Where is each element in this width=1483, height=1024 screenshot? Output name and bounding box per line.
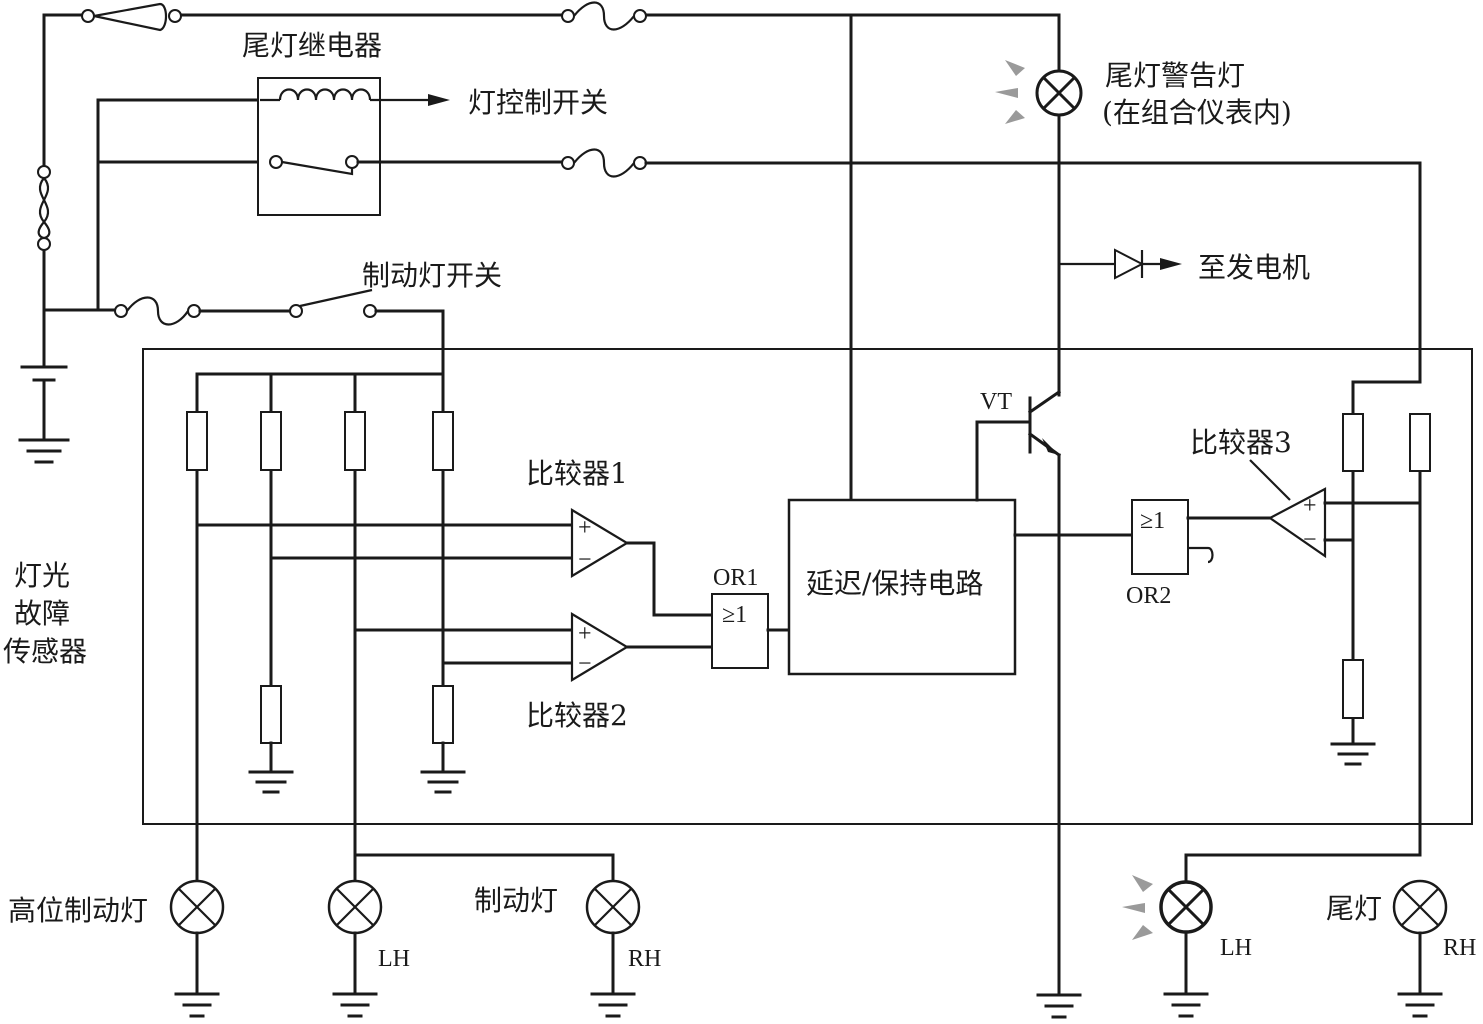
or2-label: OR2 (1126, 583, 1171, 609)
comparator1-plus: + (578, 515, 592, 541)
fusible-link-icon (37, 165, 51, 251)
tail-lamp-label: 尾灯 (1326, 892, 1382, 925)
comparator2-plus: + (578, 621, 592, 647)
comparator1-minus: − (578, 547, 592, 573)
comparator1-icon (570, 508, 714, 617)
main-fuse-icon (81, 2, 182, 32)
comparator3-minus: − (1303, 527, 1317, 553)
or2-symbol: ≥1 (1140, 508, 1165, 534)
battery-icon (18, 365, 70, 464)
high-brake-label: 高位制动灯 (8, 894, 148, 927)
resistor-r5 (260, 685, 282, 744)
resistor-r8 (1409, 413, 1431, 472)
sensor-title-line3: 传感器 (3, 635, 87, 668)
resistor-r9 (1342, 659, 1364, 719)
sensor-title-line2: 故障 (14, 597, 70, 630)
comparator2-label: 比较器2 (526, 699, 628, 732)
resistor-network-wiring (195, 372, 572, 882)
sensor-boundary-box (142, 348, 1473, 825)
ground-icon (1036, 993, 1082, 1019)
tail-rh-label: RH (1443, 935, 1476, 961)
diode-icon (1059, 248, 1182, 280)
tail-relay-box (257, 77, 381, 216)
tail-relay-label: 尾灯继电器 (242, 29, 382, 62)
comparator2-icon (570, 612, 714, 682)
high-brake-lamp-icon (169, 879, 225, 1018)
comparator2-minus: − (578, 651, 592, 677)
transistor-label: VT (980, 389, 1012, 415)
brake-rh-lamp-icon (585, 879, 641, 1018)
fuse-top-icon (561, 1, 647, 31)
brake-switch-icon (289, 288, 445, 422)
comparator1-label: 比较器1 (526, 457, 628, 490)
tail-rh-lamp-icon (1392, 879, 1448, 1018)
brake-fuse-icon (114, 296, 292, 326)
relay-contact-icon (269, 155, 568, 176)
comparator3-icon (1267, 487, 1327, 559)
tail-lh-lamp-icon (1122, 853, 1422, 1018)
to-alternator-label: 至发电机 (1198, 251, 1310, 284)
tail-warning-sublabel: (在组合仪表内) (1102, 96, 1292, 129)
or1-gate (711, 593, 769, 669)
delay-hold-circuit (787, 498, 1017, 676)
main-supply-wiring (42, 13, 1061, 502)
or1-symbol: ≥1 (722, 602, 747, 628)
or2-gate (1131, 499, 1189, 575)
ground-icon (248, 741, 466, 794)
right-resistor-wiring (1323, 380, 1422, 857)
brake-lamp-label: 制动灯 (474, 884, 558, 917)
brake-switch-label: 制动灯开关 (362, 259, 502, 292)
resistor-r7 (1342, 413, 1364, 472)
resistor-r3 (344, 411, 366, 471)
delay-hold-label: 延迟/保持电路 (806, 567, 983, 600)
comparator3-label: 比较器3 (1190, 426, 1292, 459)
brake-lh-label: LH (378, 946, 410, 972)
resistor-r2 (260, 411, 282, 471)
brake-rh-label: RH (628, 946, 661, 972)
brake-lh-lamp-icon (327, 853, 615, 1018)
light-switch-label: 灯控制开关 (468, 86, 608, 119)
resistor-r6 (432, 685, 454, 744)
tail-warning-lamp-icon (995, 60, 1083, 124)
tail-lh-label: LH (1220, 935, 1252, 961)
resistor-r4 (432, 411, 454, 471)
tail-warning-label: 尾灯警告灯 (1105, 59, 1245, 92)
comparator3-plus: + (1303, 493, 1317, 519)
transistor-vt-icon (975, 389, 1062, 997)
resistor-r1 (186, 411, 208, 471)
relay-coil-icon (260, 88, 450, 106)
fuse-tail-icon (561, 148, 1422, 382)
sensor-title-line1: 灯光 (14, 559, 70, 592)
or1-label: OR1 (713, 565, 758, 591)
